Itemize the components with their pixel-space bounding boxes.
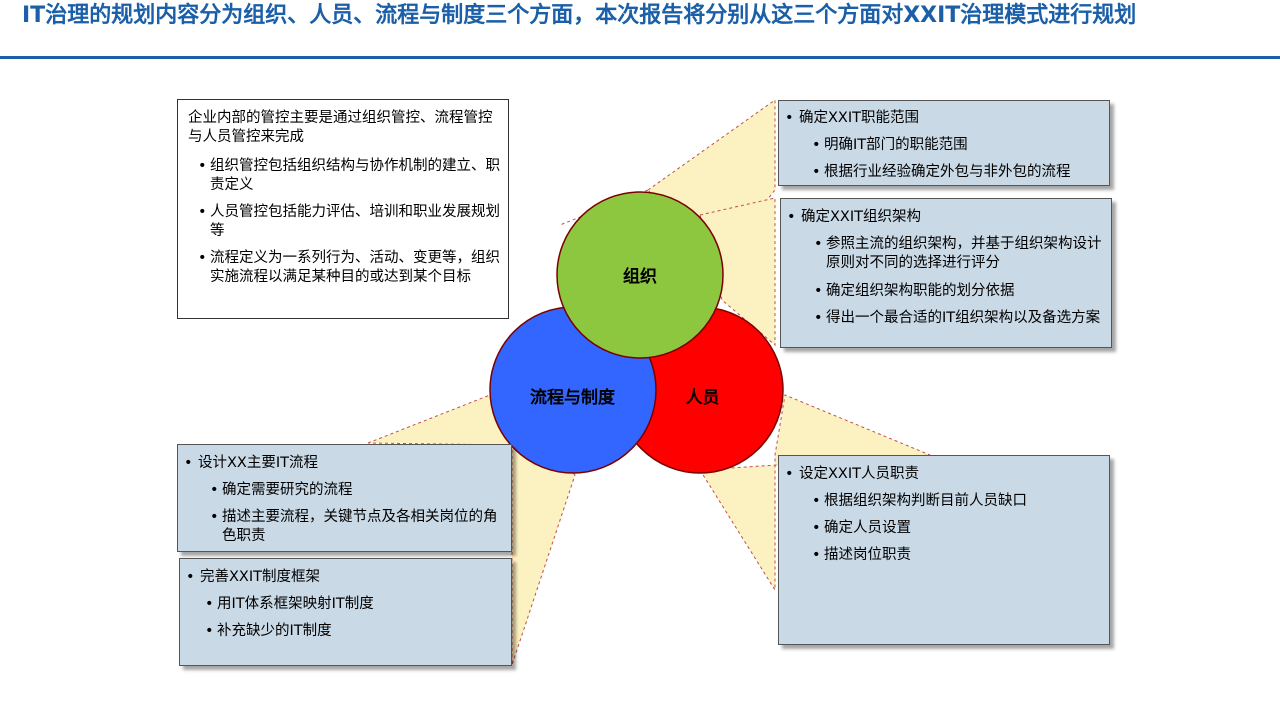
connector-intro [559, 189, 649, 226]
org-structure-head: 确定XXIT组织架构 [787, 208, 921, 227]
intro-item: 组织管控包括组织结构与协作机制的建立、职责定义 [198, 157, 504, 195]
page-title: IT治理的规划内容分为组织、人员、流程与制度三个方面，本次报告将分别从这三个方面… [22, 3, 1137, 28]
org-structure-panel: 确定XXIT组织架构 参照主流的组织架构，并基于组织架构设计原则对不同的选择进行… [780, 198, 1112, 348]
process-design-item: 确定需要研究的流程 [210, 481, 505, 500]
title-divider [0, 56, 1280, 59]
org-structure-item: 参照主流的组织架构，并基于组织架构设计原则对不同的选择进行评分 [814, 235, 1104, 273]
process-design-panel: 设计XX主要IT流程 确定需要研究的流程 描述主要流程，关键节点及各相关岗位的角… [177, 444, 512, 552]
wedge-org-right [699, 197, 776, 347]
policy-framework-panel: 完善XXIT制度框架 用IT体系框架映射IT制度 补充缺少的IT制度 [179, 558, 512, 666]
intro-item: 人员管控包括能力评估、培训和职业发展规划等 [198, 203, 504, 241]
org-structure-item: 确定组织架构职能的划分依据 [814, 282, 1104, 301]
intro-lead: 企业内部的管控主要是通过组织管控、流程管控与人员管控来完成 [188, 110, 493, 145]
intro-item: 流程定义为一系列行为、活动、变更等，组织实施流程以满足某种目的或达到某个目标 [198, 249, 504, 287]
people-roles-item: 根据组织架构判断目前人员缺口 [812, 492, 1104, 511]
process-design-head: 设计XX主要IT流程 [184, 454, 318, 473]
circle-label-people: 人员 [685, 388, 720, 408]
wedge-people [699, 394, 931, 592]
org-scope-panel: 确定XXIT职能范围 明确IT部门的职能范围 根据行业经验确定外包与非外包的流程 [778, 100, 1110, 186]
people-roles-panel: 设定XXIT人员职责 根据组织架构判断目前人员缺口 确定人员设置 描述岗位职责 [778, 455, 1110, 645]
org-scope-item: 明确IT部门的职能范围 [812, 136, 1104, 155]
circle-label-process: 流程与制度 [530, 388, 615, 408]
intro-panel: 企业内部的管控主要是通过组织管控、流程管控与人员管控来完成 组织管控包括组织结构… [177, 99, 509, 319]
process-design-item: 描述主要流程，关键节点及各相关岗位的角色职责 [210, 508, 505, 546]
people-roles-head: 设定XXIT人员职责 [785, 465, 919, 484]
policy-framework-item: 用IT体系框架映射IT制度 [205, 595, 502, 614]
org-structure-item: 得出一个最合适的IT组织架构以及备选方案 [814, 309, 1104, 328]
people-roles-item: 描述岗位职责 [812, 546, 1104, 565]
org-scope-item: 根据行业经验确定外包与非外包的流程 [812, 163, 1104, 182]
circle-label-org: 组织 [623, 267, 657, 287]
circle-org [556, 191, 724, 359]
policy-framework-item: 补充缺少的IT制度 [205, 622, 502, 641]
org-scope-head: 确定XXIT职能范围 [785, 109, 919, 128]
policy-framework-head: 完善XXIT制度框架 [186, 568, 320, 587]
people-roles-item: 确定人员设置 [812, 519, 1104, 538]
